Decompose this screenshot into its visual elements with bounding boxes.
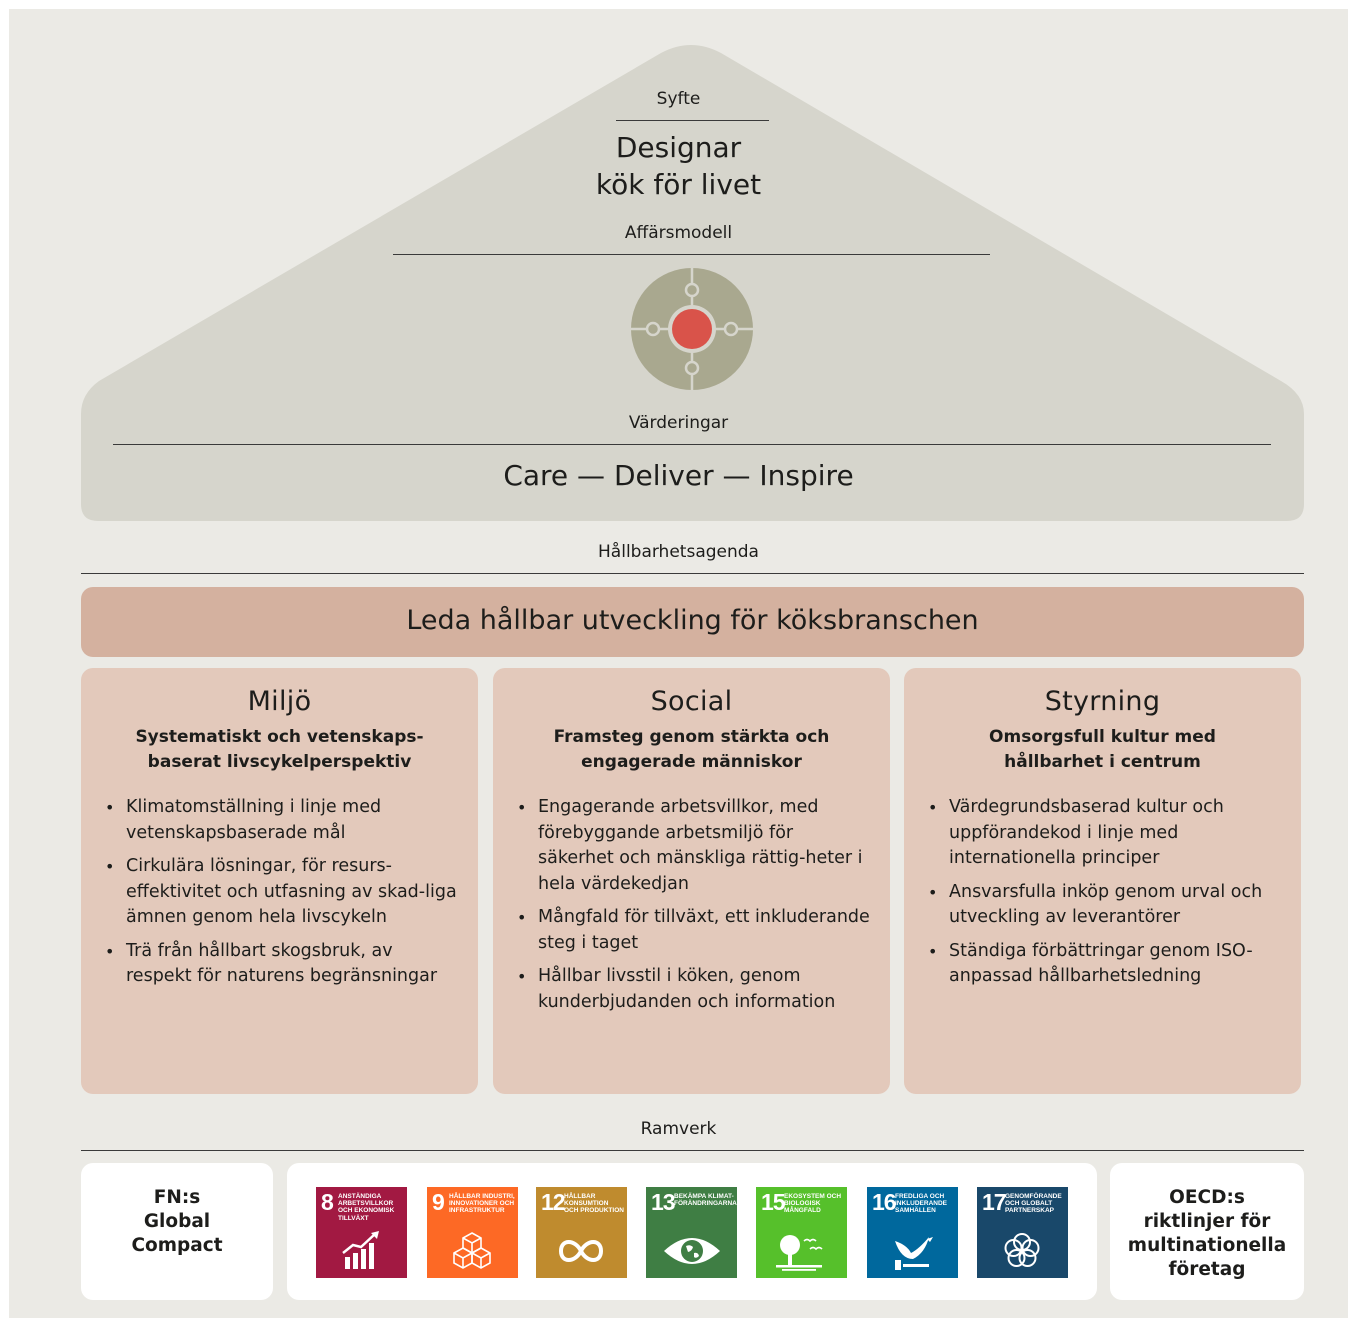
sdg-tile-15: 15 EKOSYSTEM OCH BIOLOGISK MÅNGFALD — [756, 1187, 847, 1278]
sdg-tile-8: 8 ANSTÄNDIGA ARBETSVILLKOR OCH EKONOMISK… — [316, 1187, 407, 1278]
sdg-number: 8 — [321, 1189, 334, 1215]
sdg-title: ANSTÄNDIGA ARBETSVILLKOR OCH EKONOMISK T… — [338, 1193, 395, 1222]
pillar-bullets: Värdegrundsbaserad kultur och uppförande… — [904, 795, 1301, 990]
pillar-bullet: Engagerande arbetsvillkor, med förebygga… — [517, 795, 870, 897]
pillar-bullets: Engagerande arbetsvillkor, med förebygga… — [493, 795, 890, 1015]
sdg-title: HÅLLBAR INDUSTRI, INNOVATIONER OCH INFRA… — [449, 1193, 515, 1215]
pillar-subtitle-line: hållbarhet i centrum — [1004, 752, 1201, 772]
pillar-bullet: Mångfald för tillväxt, ett inkluderande … — [517, 905, 870, 956]
pillar-title: Styrning — [1044, 686, 1161, 717]
sdg-tile-13: 13 BEKÄMPA KLIMAT-FÖRÄNDRINGARNA — [646, 1187, 737, 1278]
sdg-title: HÅLLBAR KONSUMTION OCH PRODUKTION — [564, 1193, 624, 1215]
oecd-line: företag — [1168, 1259, 1246, 1280]
cubes-icon — [453, 1232, 491, 1269]
sdg-tile-17: 17 GENOMFÖRANDE OCH GLOBALT PARTNERSKAP — [977, 1187, 1068, 1278]
pillar-subtitle: Framsteg genom stärkta och engagerade mä… — [493, 725, 890, 775]
pillar-subtitle-line: Systematiskt och vetenskaps- — [135, 727, 424, 747]
pillar-bullet: Hållbar livsstil i köken, genom kunderbj… — [517, 964, 870, 1015]
business-model-divider — [393, 254, 990, 255]
sdg-tile-9: 9 HÅLLBAR INDUSTRI, INNOVATIONER OCH INF… — [427, 1187, 518, 1278]
sdg-title: FREDLIGA OCH INKLUDERANDE SAMHÄLLEN — [895, 1193, 947, 1215]
tree-birds-icon — [776, 1235, 823, 1271]
purpose-divider — [616, 120, 769, 121]
sdg-tile-12: 12 HÅLLBAR KONSUMTION OCH PRODUKTION — [536, 1187, 627, 1278]
values-divider — [113, 444, 1271, 445]
pillar-title: Social — [650, 686, 733, 717]
pillar-subtitle: Systematiskt och vetenskaps- baserat liv… — [81, 725, 478, 775]
sdg-number: 17 — [982, 1189, 1007, 1215]
oecd-line: riktlinjer för — [1143, 1211, 1271, 1232]
purpose-line2: kök för livet — [595, 168, 762, 201]
pillar-subtitle-line: Framsteg genom stärkta och — [553, 727, 830, 747]
sdg-number: 12 — [541, 1189, 566, 1215]
pillar-bullet: Ansvarsfulla inköp genom urval och utvec… — [928, 880, 1281, 931]
oecd-box: OECD:s riktlinjer för multinationella fö… — [1110, 1163, 1304, 1300]
rings-icon — [1004, 1233, 1040, 1267]
pillar-subtitle-line: Omsorgsfull kultur med — [989, 727, 1216, 747]
purpose-label: Syfte — [656, 89, 701, 109]
sdg-title: EKOSYSTEM OCH BIOLOGISK MÅNGFALD — [784, 1193, 842, 1215]
agenda-banner-text: Leda hållbar utveckling för köksbransche… — [406, 605, 979, 636]
global-compact-line: Global — [143, 1211, 211, 1232]
pillar-bullet: Värdegrundsbaserad kultur och uppförande… — [928, 795, 1281, 872]
agenda-label: Hållbarhetsagenda — [598, 542, 759, 562]
pillar-bullet: Ständiga förbättringar genom ISO-anpassa… — [928, 939, 1281, 990]
sdg-tile-16: 16 FREDLIGA OCH INKLUDERANDE SAMHÄLLEN — [867, 1187, 958, 1278]
values-text: Care — Deliver — Inspire — [503, 459, 854, 492]
global-compact-box: FN:s Global Compact — [81, 1163, 273, 1300]
infinity-icon — [559, 1240, 603, 1262]
pillar-bullets: Klimatomställning i linje med vetenskaps… — [81, 795, 478, 990]
sdg-title: BEKÄMPA KLIMAT-FÖRÄNDRINGARNA — [674, 1193, 737, 1208]
pillar-subtitle: Omsorgsfull kultur med hållbarhet i cent… — [904, 725, 1301, 775]
sdg-number: 9 — [432, 1189, 445, 1215]
pillar-card-miljo: Miljö Systematiskt och vetenskaps- baser… — [81, 668, 478, 1094]
pillar-bullet: Trä från hållbart skogsbruk, av respekt … — [105, 939, 458, 990]
business-model-label: Affärsmodell — [624, 223, 733, 243]
framework-label: Ramverk — [640, 1119, 717, 1139]
pillar-card-social: Social Framsteg genom stärkta och engage… — [493, 668, 890, 1094]
pillar-bullet: Klimatomställning i linje med vetenskaps… — [105, 795, 458, 846]
sdg-number: 15 — [761, 1189, 786, 1215]
values-label: Värderingar — [628, 413, 729, 433]
pillar-bullet: Cirkulära lösningar, för resurs-effektiv… — [105, 854, 458, 931]
agenda-divider — [81, 573, 1304, 574]
growth-chart-icon — [342, 1231, 379, 1269]
global-compact-line: Compact — [131, 1235, 223, 1256]
eye-globe-icon — [664, 1238, 720, 1264]
oecd-line: multinationella — [1127, 1235, 1287, 1256]
oecd-line: OECD:s — [1169, 1187, 1245, 1208]
business-model-puzzle-icon — [631, 268, 753, 390]
dove-gavel-icon — [895, 1237, 933, 1270]
pillar-title: Miljö — [247, 686, 312, 717]
sdg-number: 16 — [872, 1189, 897, 1215]
pillar-card-styrning: Styrning Omsorgsfull kultur med hållbarh… — [904, 668, 1301, 1094]
agenda-banner: Leda hållbar utveckling för köksbransche… — [81, 587, 1304, 657]
global-compact-line: FN:s — [153, 1187, 201, 1208]
sdg-title: GENOMFÖRANDE OCH GLOBALT PARTNERSKAP — [1005, 1193, 1062, 1215]
sdg-number: 13 — [651, 1189, 676, 1215]
pillar-subtitle-line: baserat livscykelperspektiv — [147, 752, 412, 772]
pillar-subtitle-line: engagerade människor — [581, 752, 802, 772]
purpose-line1: Designar — [615, 131, 742, 164]
framework-divider — [81, 1150, 1304, 1151]
diagram-canvas: Syfte Designar kök för livet Affärsmodel… — [9, 9, 1348, 1318]
